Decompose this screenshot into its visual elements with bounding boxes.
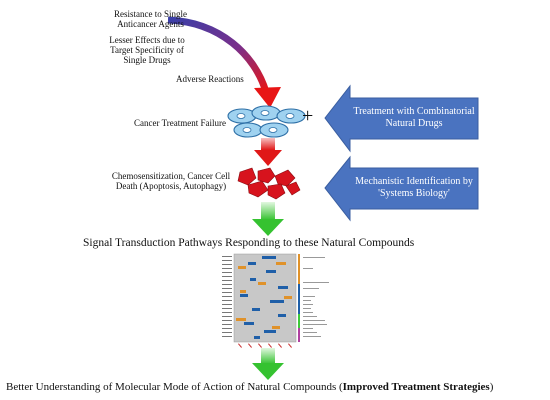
cause-adverse-reactions: Adverse Reactions: [176, 74, 244, 84]
green-down-arrow-2: [252, 348, 284, 380]
conclusion-prefix: Better Understanding of Molecular Mode o…: [6, 381, 343, 393]
conclusion-text: Better Understanding of Molecular Mode o…: [6, 381, 493, 393]
callout-combinatorial: Treatment with Combinatorial Natural Dru…: [353, 106, 475, 129]
callout-arrow-2: [324, 155, 479, 222]
stage2-label: Chemosensitization, Cancer Cell Death (A…: [111, 171, 231, 191]
conclusion-suffix: ): [489, 381, 494, 393]
cause-resistance: Resistance to Single Anticancer Agents: [114, 9, 187, 29]
green-down-arrow-1: [252, 202, 284, 236]
dead-cancer-cells: [237, 167, 301, 200]
conclusion-bold: Improved Treatment Strategies: [342, 381, 490, 393]
curved-arrow: [167, 16, 281, 108]
red-down-arrow: [254, 138, 282, 166]
callout-systems-biology: Mechanistic Identification by 'Systems B…: [355, 176, 473, 199]
plus-sign: +: [302, 105, 314, 127]
cause-target-specificity: Lesser Effects due to Target Specificity…: [109, 35, 185, 65]
stage1-label: Cancer Treatment Failure: [134, 118, 226, 128]
heatmap: [222, 253, 329, 348]
callout-arrow-1: [324, 84, 479, 153]
cell-nuclei: [236, 110, 295, 133]
pathways-title: Signal Transduction Pathways Responding …: [83, 237, 415, 249]
